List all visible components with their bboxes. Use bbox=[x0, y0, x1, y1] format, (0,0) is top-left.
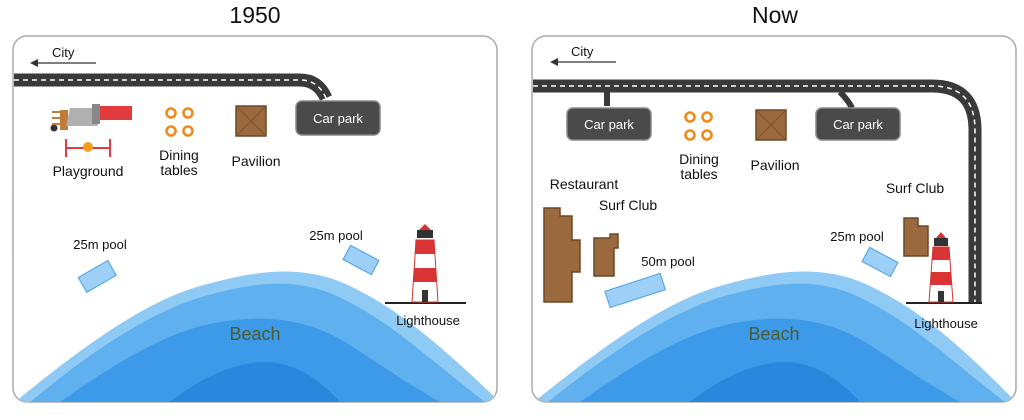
surf-club-building-2 bbox=[903, 217, 929, 257]
panel-title-1950: 1950 bbox=[229, 2, 281, 28]
lighthouse-icon bbox=[385, 224, 466, 304]
lighthouse-label: Lighthouse bbox=[396, 313, 460, 328]
sea-waves bbox=[15, 271, 497, 402]
playground-icon bbox=[50, 104, 132, 157]
playground-label: Playground bbox=[53, 163, 124, 179]
dining-tables-icon bbox=[684, 111, 713, 141]
city-label: City bbox=[571, 44, 594, 59]
restaurant-label: Restaurant bbox=[550, 176, 619, 192]
pool-25m-label: 25m pool bbox=[830, 229, 884, 244]
dining-tables-label-line1: Dining bbox=[679, 151, 719, 167]
car-park-building: Car park bbox=[295, 100, 381, 136]
pool-25m-right bbox=[342, 244, 380, 276]
surf-club-2-label: Surf Club bbox=[886, 180, 945, 196]
panel-title-now: Now bbox=[751, 2, 798, 28]
pool-25m-left bbox=[77, 259, 118, 294]
sea-waves bbox=[534, 271, 1016, 402]
dining-tables-icon bbox=[165, 107, 194, 137]
pool-50m bbox=[604, 272, 667, 309]
pool-25m-right-label: 25m pool bbox=[309, 228, 363, 243]
pool-25m bbox=[861, 246, 899, 278]
road bbox=[533, 79, 982, 303]
city-arrow bbox=[30, 59, 96, 67]
dining-tables-label-line2: tables bbox=[680, 166, 717, 182]
restaurant-building bbox=[543, 207, 581, 303]
city-label: City bbox=[52, 45, 75, 60]
pavilion-label: Pavilion bbox=[750, 157, 799, 173]
pavilion-label: Pavilion bbox=[231, 153, 280, 169]
pool-50m-label: 50m pool bbox=[641, 254, 695, 269]
city-arrow bbox=[550, 58, 616, 66]
surf-club-building-1 bbox=[593, 233, 619, 277]
lighthouse-icon bbox=[906, 232, 982, 304]
panel-1950: City Car park Playground Dining tables bbox=[12, 35, 498, 403]
pool-25m-left-label: 25m pool bbox=[73, 237, 127, 252]
surf-club-1-label: Surf Club bbox=[599, 197, 658, 213]
lighthouse-label: Lighthouse bbox=[914, 316, 978, 331]
car-park-1-label: Car park bbox=[584, 117, 634, 132]
beach-label: Beach bbox=[748, 324, 799, 344]
pavilion-icon bbox=[235, 105, 267, 137]
road bbox=[14, 73, 332, 101]
car-park-2-label: Car park bbox=[833, 117, 883, 132]
dining-tables-label-line1: Dining bbox=[159, 147, 199, 163]
car-park-building-1: Car park bbox=[566, 107, 652, 141]
pavilion-icon bbox=[755, 109, 787, 141]
car-park-label: Car park bbox=[313, 111, 363, 126]
car-park-building-2: Car park bbox=[815, 107, 901, 141]
beach-label: Beach bbox=[229, 324, 280, 344]
panel-now: City Car park Car park Dining tables Pav… bbox=[531, 35, 1017, 403]
dining-tables-label-line2: tables bbox=[160, 162, 197, 178]
